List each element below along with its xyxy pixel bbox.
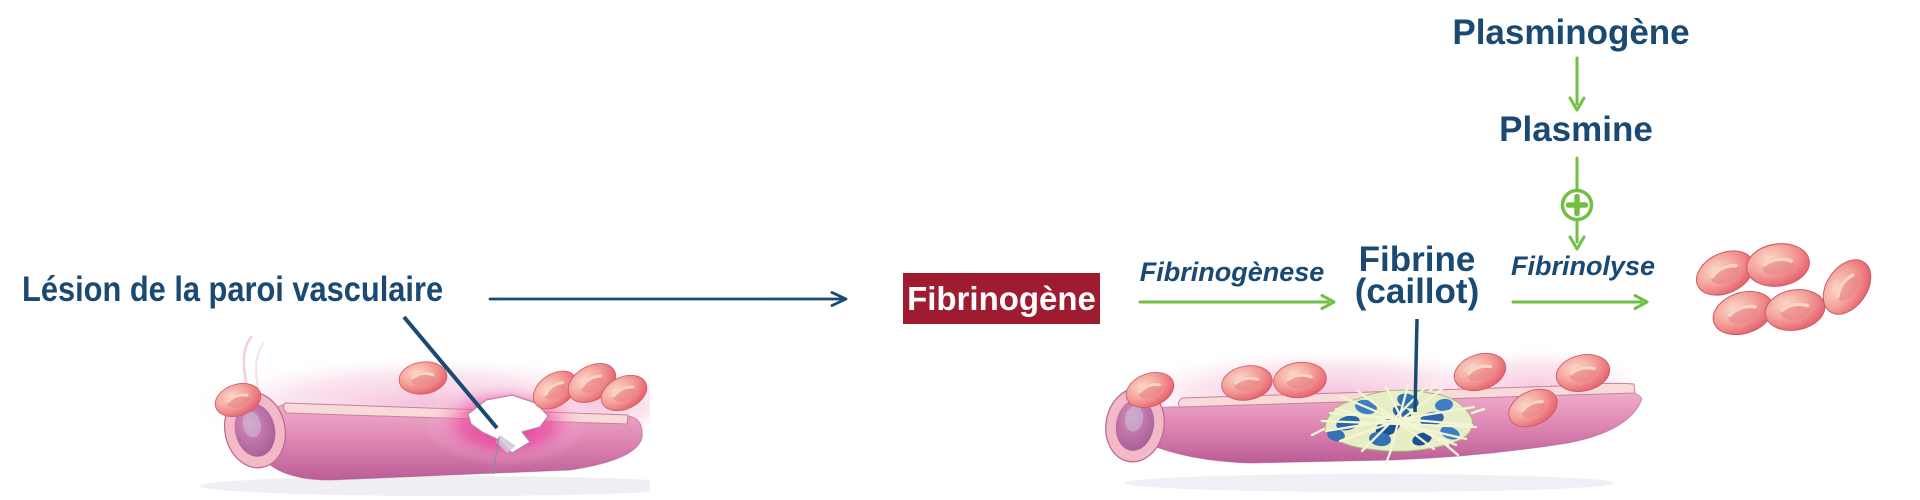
- lesion-to-fibrinogen-arrow: [488, 291, 848, 307]
- fibrin-label-line1: Fibrine: [1358, 240, 1476, 279]
- lesion-label: Lésion de la paroi vasculaire: [22, 270, 444, 309]
- fibrin-label: Fibrine (caillot): [1354, 240, 1480, 311]
- vessel-shadow: [1125, 474, 1615, 492]
- red-blood-cell: [1760, 283, 1830, 337]
- plasmin-label: Plasmine: [1499, 110, 1653, 149]
- vessel-shadow: [200, 476, 650, 496]
- fibrinogenesis-arrow: [1138, 294, 1336, 310]
- fibrinogen-box: Fibrinogène: [903, 273, 1100, 324]
- clotted-vessel-illustration: [1105, 345, 1650, 492]
- fibrin-clot: [1310, 379, 1486, 465]
- fibrinolysis-label: Fibrinolyse: [1510, 251, 1656, 281]
- red-blood-cell: [1742, 237, 1814, 293]
- fibrinogenesis-label: Fibrinogènese: [1139, 257, 1325, 287]
- clot-fibrin-mesh: [1310, 379, 1486, 465]
- plasminogen-to-plasmin-arrow: [1568, 56, 1586, 112]
- fibrinolysis-arrow: [1511, 294, 1649, 310]
- injured-vessel-illustration: [185, 335, 650, 496]
- plus-icon: [1560, 188, 1594, 222]
- fibrinogen-box-label: Fibrinogène: [907, 279, 1096, 317]
- plasmin-activation-arrow: [1560, 156, 1594, 251]
- dissolved-clot-cells-illustration: [1687, 237, 1883, 344]
- vessel-whisker-2: [255, 341, 265, 389]
- plasminogen-label: Plasminogène: [1452, 13, 1690, 52]
- fibrin-label-line2: (caillot): [1354, 272, 1480, 311]
